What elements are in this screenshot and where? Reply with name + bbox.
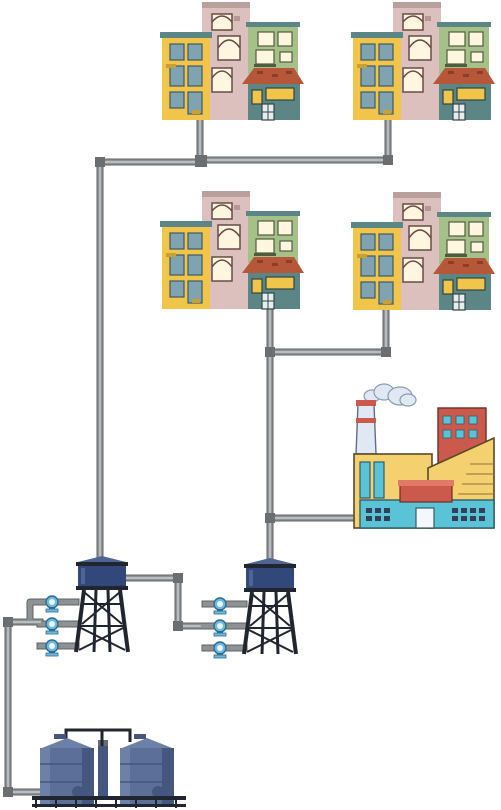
water-tower-left	[74, 554, 130, 654]
pressure-gauge-left-1	[45, 595, 59, 613]
factory-chimney	[355, 400, 377, 455]
factory	[353, 383, 495, 529]
water-tower-right	[242, 556, 298, 656]
residential-block-top-left	[159, 1, 305, 121]
pressure-gauge-left-2	[45, 617, 59, 635]
storage-tank-right	[119, 733, 175, 807]
pressure-gauge-right-3	[213, 641, 227, 659]
storage-tank-left	[39, 733, 95, 807]
pressure-gauge-right-1	[213, 597, 227, 615]
pressure-gauge-left-3	[45, 639, 59, 657]
residential-block-top-right	[350, 1, 496, 121]
storage-tanks	[32, 728, 186, 808]
factory-smoke	[363, 383, 417, 407]
pipe-network	[3, 112, 393, 797]
residential-block-middle-right	[350, 191, 496, 311]
pressure-gauge-right-2	[213, 619, 227, 637]
residential-block-middle-left	[159, 190, 305, 310]
